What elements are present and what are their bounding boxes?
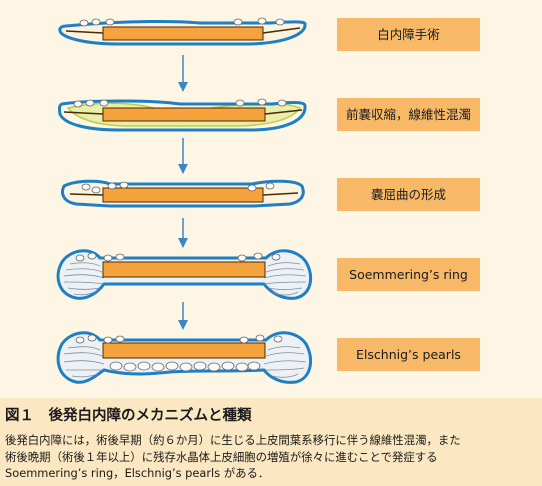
stage-4-epithelial-cells xyxy=(75,252,281,262)
stage-3-haptic-right xyxy=(262,192,299,196)
stage-5-pearls xyxy=(109,361,261,372)
stage-2-iol xyxy=(102,107,266,122)
stage-1-label: 白内障手術 xyxy=(337,18,480,51)
stage-3-haptic-left xyxy=(69,193,104,196)
stage-2-haptic-right xyxy=(264,109,303,115)
stage-3-label-text: 嚢屈曲の形成 xyxy=(371,187,446,202)
stage-2-label-box xyxy=(337,98,480,131)
figure-description: 後発白内障には，術後早期（約６か月）に生じる上皮間葉系移行に伴う線維性混濁，また… xyxy=(5,432,541,482)
stage-3-epithelial-cells xyxy=(81,181,275,194)
stage-2-illustration xyxy=(57,98,307,132)
stage-4-iol xyxy=(102,261,266,278)
arrow-2-to-3 xyxy=(178,138,188,174)
stage-1-label-box xyxy=(337,18,480,51)
stage-1-epithelial-cells xyxy=(79,17,285,27)
stage-3-iol xyxy=(102,187,264,203)
stage-2-label-text: 前嚢収縮，線維性混濁 xyxy=(346,107,471,122)
stage-5-label-text: Elschnig’s pearls xyxy=(356,347,461,362)
stage-4-label-box xyxy=(337,258,480,291)
stage-4-label: Soemmering’s ring xyxy=(337,258,480,291)
stage-3-illustration xyxy=(61,179,305,208)
stage-1-haptic-right xyxy=(262,27,301,34)
arrow-3-to-4 xyxy=(178,218,188,248)
stage-2-capsule xyxy=(57,99,307,132)
stage-1-illustration xyxy=(58,17,307,46)
stage-5-ring-fibers xyxy=(63,346,307,378)
stage-1-iol xyxy=(102,26,264,41)
stage-1-label-text: 白内障手術 xyxy=(377,27,440,42)
stage-5-illustration xyxy=(56,331,313,384)
arrow-4-to-5 xyxy=(178,302,188,330)
stage-5-label: Elschnig’s pearls xyxy=(337,338,480,371)
caption-line-3: Soemmering’s ring，Elschnig’s pearls がある． xyxy=(5,466,270,480)
stage-5-epithelial-cells xyxy=(75,334,283,344)
figure-caption: 図１ 後発白内障のメカニズムと種類 後発白内障には，術後早期（約６か月）に生じる… xyxy=(0,398,542,486)
figure-title: 図１ 後発白内障のメカニズムと種類 xyxy=(5,408,252,424)
stage-2-label: 前嚢収縮，線維性混濁 xyxy=(337,98,480,131)
stage-2-haptic-left xyxy=(63,111,104,115)
stage-4-label-text: Soemmering’s ring xyxy=(349,267,468,282)
stage-3-label: 嚢屈曲の形成 xyxy=(337,178,480,211)
stage-2-epithelial-cells xyxy=(73,98,287,108)
flow-arrows xyxy=(178,55,188,330)
stage-4-ring-fibers xyxy=(63,262,307,296)
stage-1-haptic-left xyxy=(65,30,104,34)
stage-5-label-box xyxy=(337,338,480,371)
caption-line-2: 術後晩期（術後１年以上）に残存水晶体上皮細胞の増殖が徐々に進むことで発症する xyxy=(5,449,438,464)
stage-5-iol xyxy=(102,342,266,359)
stage-3-label-box xyxy=(337,178,480,211)
stage-4-illustration xyxy=(56,249,313,300)
caption-line-1: 後発白内障には，術後早期（約６か月）に生じる上皮間葉系移行に伴う線維性混濁，また xyxy=(5,433,461,447)
arrow-1-to-2 xyxy=(178,55,188,92)
